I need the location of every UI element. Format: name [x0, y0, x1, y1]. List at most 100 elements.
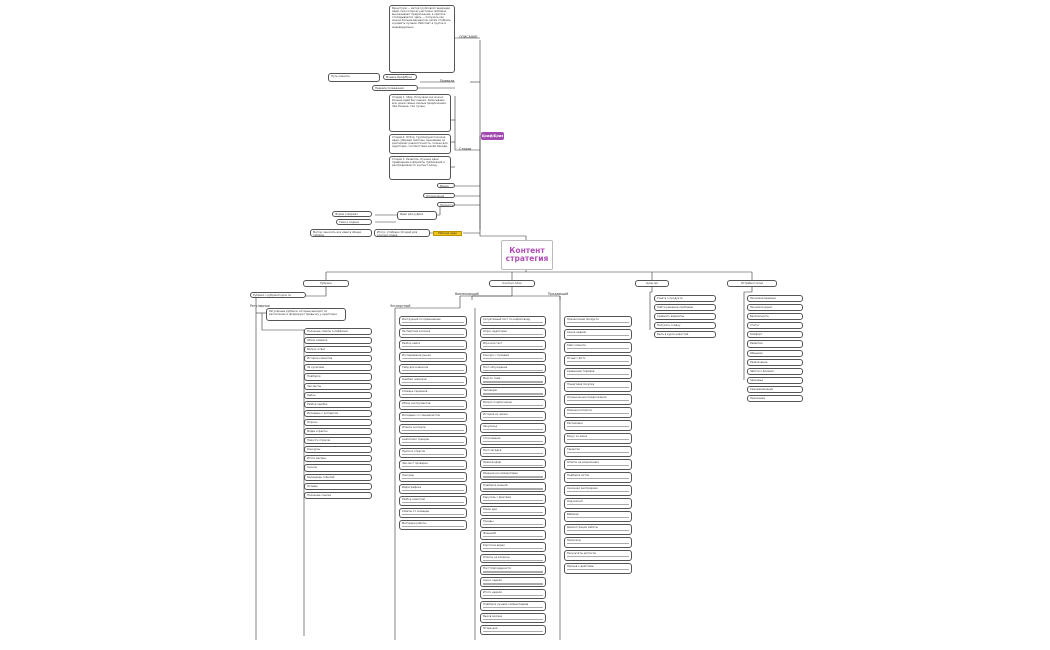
- need-item[interactable]: Комфорт: [747, 331, 803, 339]
- plan-selling-item[interactable]: Демонстрация работы: [564, 524, 632, 535]
- plan-engaging-item[interactable]: Мем по теме: [480, 375, 546, 386]
- branch-plan[interactable]: Контент-план: [489, 280, 535, 287]
- plan-expert-item[interactable]: Прогноз отрасли: [399, 448, 467, 458]
- branch-rubrics[interactable]: Рубрики: [303, 280, 349, 287]
- plan-engaging-item[interactable]: Пост-обсуждение: [480, 363, 546, 374]
- plan-engaging-item[interactable]: Карусель с фактами: [480, 494, 546, 504]
- rubric-item[interactable]: Чек-листы: [304, 382, 372, 390]
- need-item[interactable]: Общение: [747, 349, 803, 357]
- plan-selling-item[interactable]: Сезонная распродажа: [564, 485, 632, 496]
- rubric-item[interactable]: Отзывы: [304, 482, 372, 490]
- rules-item-1[interactable]: Модель Бриф/Бриз: [383, 74, 417, 80]
- rubric-item[interactable]: Подборки: [304, 373, 372, 381]
- small-node-3[interactable]: Продукты: [437, 202, 455, 207]
- rubric-item[interactable]: Анонсы: [304, 464, 372, 472]
- plan-selling-item[interactable]: Бонус за заказ: [564, 433, 632, 444]
- rubric-item[interactable]: Конкурсы: [304, 446, 372, 454]
- plan-engaging-item[interactable]: Голосование: [480, 434, 546, 445]
- plan-expert-item[interactable]: Разбор новостей: [399, 496, 467, 506]
- plan-engaging-item[interactable]: Подборка лучших комментариев: [480, 601, 546, 611]
- plan-engaging-item[interactable]: Прямой эфир: [480, 458, 546, 469]
- rubric-item[interactable]: Полезные ссылки: [304, 491, 372, 499]
- rubric-item[interactable]: Кейсы: [304, 391, 372, 399]
- rubric-item[interactable]: Обзор новинок: [304, 337, 372, 345]
- plan-expert-item[interactable]: Чек-лист проверки: [399, 460, 467, 470]
- plan-selling-item[interactable]: Призыв к действию: [564, 563, 632, 574]
- small-node-1[interactable]: Время: [437, 183, 455, 188]
- plan-engaging-item[interactable]: Пост благодарности: [480, 565, 546, 576]
- plan-selling-item[interactable]: Новинка каталога: [564, 407, 632, 418]
- plan-selling-item[interactable]: Пошаговая покупка: [564, 381, 632, 392]
- plan-selling-item[interactable]: Гарантии: [564, 446, 632, 457]
- rubric-item[interactable]: Календарь событий: [304, 473, 372, 481]
- stage-note-3[interactable]: Стадия 3. Развитие. Лучшие идеи превраща…: [389, 156, 451, 180]
- rubric-item[interactable]: Новости отрасли: [304, 437, 372, 445]
- plan-engaging-item[interactable]: Юмор дня: [480, 506, 546, 516]
- plan-engaging-item[interactable]: Игра или тест: [480, 339, 546, 350]
- need-item[interactable]: Развлечение: [747, 358, 803, 366]
- plan-engaging-item[interactable]: Тренды: [480, 517, 546, 528]
- stages-label[interactable]: Стадии: [459, 147, 472, 151]
- goal-item[interactable]: Узнать о продукте: [654, 295, 716, 303]
- rubric-item[interactable]: Истории клиентов: [304, 355, 372, 363]
- plan-expert-item[interactable]: Ошибки новичков: [399, 376, 467, 386]
- plan-expert-item[interactable]: Методика работы: [399, 520, 467, 530]
- side-node-1[interactable]: Форма и формат публикации: [332, 211, 372, 217]
- need-item[interactable]: Самореализация: [747, 385, 803, 394]
- rubric-item[interactable]: Опросы: [304, 418, 372, 427]
- plan-engaging-item[interactable]: Итоги недели: [480, 589, 546, 599]
- plan-expert-item[interactable]: Лонгрид: [399, 472, 467, 482]
- root-topic[interactable]: Контент стратегия: [501, 240, 553, 270]
- plan-engaging-item[interactable]: Конкурс с призами: [480, 351, 546, 362]
- plan-engaging-item[interactable]: Короткое видео: [480, 541, 546, 552]
- plan-selling-item[interactable]: Вебинар: [564, 511, 632, 522]
- plan-expert-item[interactable]: Интервью со специалистом: [399, 412, 467, 422]
- plan-expert-item[interactable]: Исследование рынка: [399, 352, 467, 362]
- plan-expert-item[interactable]: Аналитика трендов: [399, 436, 467, 446]
- need-item[interactable]: Забота о близких: [747, 367, 803, 375]
- plan-engaging-item[interactable]: Закулисье: [480, 422, 546, 433]
- plan-selling-item[interactable]: Кейс клиента: [564, 342, 632, 353]
- goal-item[interactable]: Найти решение проблемы: [654, 304, 716, 312]
- plan-selling-item[interactable]: Распаковка: [564, 420, 632, 431]
- need-item[interactable]: Безопасность: [747, 313, 803, 321]
- rubric-item[interactable]: Интервью с экспертом: [304, 409, 372, 417]
- plan-selling-item[interactable]: Подборка хитов: [564, 472, 632, 483]
- plan-col3-label[interactable]: Экспертный: [390, 304, 411, 308]
- plan-selling-item[interactable]: Презентация продукта: [564, 316, 632, 327]
- plan-engaging-item[interactable]: Реакции на комментарии: [480, 470, 546, 481]
- plan-selling-item[interactable]: Сравнение тарифов: [564, 368, 632, 379]
- plan-engaging-item[interactable]: Подборка мнений: [480, 482, 546, 493]
- side-node-3[interactable]: Идеи для рубрик: [397, 211, 437, 220]
- plan-expert-item[interactable]: Разбор кейса: [399, 340, 467, 350]
- plan-expert-item[interactable]: Словарь терминов: [399, 388, 467, 398]
- goal-item[interactable]: Быть в курсе новостей: [654, 331, 716, 339]
- need-item[interactable]: Развитие: [747, 340, 803, 348]
- plan-engaging-item[interactable]: Пост-загадка: [480, 446, 546, 457]
- need-item[interactable]: Статус: [747, 322, 803, 330]
- plan-expert-item[interactable]: Обзор инструментов: [399, 400, 467, 410]
- rules-label[interactable]: Правила: [440, 79, 455, 83]
- plan-engaging-item[interactable]: Опрос аудитории: [480, 327, 546, 338]
- plan-selling-item[interactable]: Ограниченное предложение: [564, 394, 632, 405]
- plan-selling-item[interactable]: Промокод: [564, 537, 632, 548]
- plan-engaging-item[interactable]: Челлендж: [480, 387, 546, 398]
- plan-expert-item[interactable]: Инструкция по применению: [399, 316, 467, 326]
- rubric-item[interactable]: За кулисами: [304, 364, 372, 372]
- need-item[interactable]: Признание: [747, 395, 803, 403]
- need-item[interactable]: Экономия денег: [747, 304, 803, 312]
- plan-expert-item[interactable]: Экспертная колонка: [399, 328, 467, 338]
- plan-engaging-item[interactable]: История из жизни: [480, 411, 546, 421]
- plan-selling-item[interactable]: Акция недели: [564, 329, 632, 340]
- rubric-item[interactable]: Разбор ошибок: [304, 400, 372, 408]
- plan-expert-item[interactable]: Ответы эксперта: [399, 424, 467, 434]
- rubric-item[interactable]: Вопрос-ответ: [304, 346, 372, 354]
- branch-goals[interactable]: Цели ЦА: [635, 280, 669, 287]
- branch-needs[interactable]: Потребности ЦА: [727, 280, 777, 287]
- stage-note-2[interactable]: Стадия 2. Отбор. Группируем похожие идеи…: [389, 134, 451, 154]
- plan-engaging-item[interactable]: Флешмоб: [480, 529, 546, 540]
- need-item[interactable]: Экономия времени: [747, 295, 803, 303]
- plan-selling-item[interactable]: Отзыв с фото: [564, 355, 632, 366]
- rubrics-intro[interactable]: Регулярные рубрики, которые выходят по р…: [266, 308, 346, 321]
- rubric-item[interactable]: Полезные советы и лайфхаки: [304, 328, 372, 336]
